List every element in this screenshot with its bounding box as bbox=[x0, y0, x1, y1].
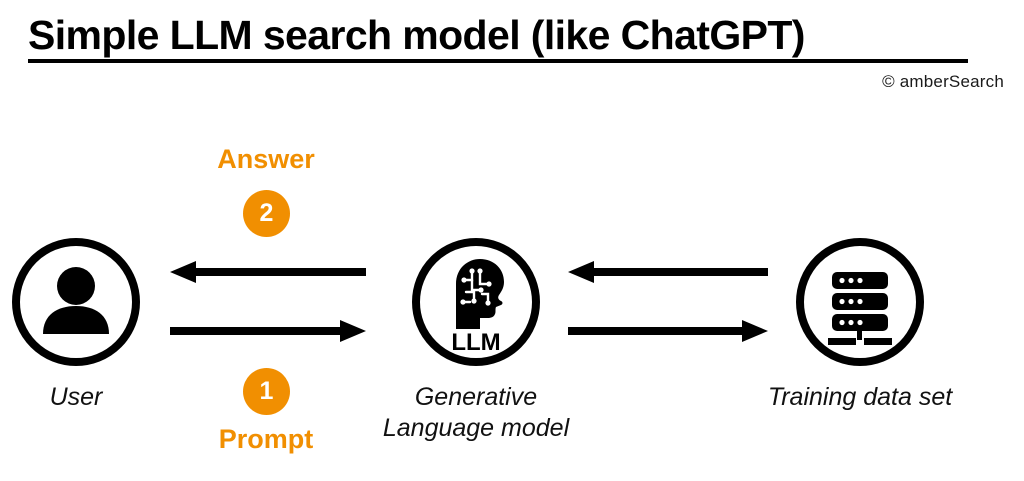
caption-user: User bbox=[49, 383, 103, 411]
step-badge-1: 1 bbox=[243, 368, 290, 415]
copyright-notice: © amberSearch bbox=[882, 72, 1004, 91]
caption-training-data: Training data set bbox=[767, 383, 953, 411]
llm-inner-label: LLM bbox=[451, 329, 500, 356]
arrow-training-query-right bbox=[568, 320, 768, 342]
flow-label-prompt: Prompt bbox=[218, 424, 314, 454]
caption-llm: Generative Language model bbox=[382, 383, 570, 442]
arrow-training-return-left bbox=[568, 261, 768, 283]
ai-head-circuit-icon: LLM bbox=[451, 259, 504, 356]
arrow-prompt-right bbox=[170, 320, 366, 342]
node-llm: LLM bbox=[412, 238, 540, 366]
flow-label-answer: Answer bbox=[217, 144, 315, 174]
node-training-data bbox=[796, 238, 924, 366]
title-underline-rule bbox=[28, 59, 968, 63]
node-user bbox=[12, 238, 140, 366]
user-person-icon bbox=[43, 267, 109, 334]
server-stack-icon bbox=[828, 272, 892, 345]
page-title: Simple LLM search model (like ChatGPT) bbox=[28, 12, 805, 58]
arrow-answer-left bbox=[170, 261, 366, 283]
step-badge-2: 2 bbox=[243, 190, 290, 237]
